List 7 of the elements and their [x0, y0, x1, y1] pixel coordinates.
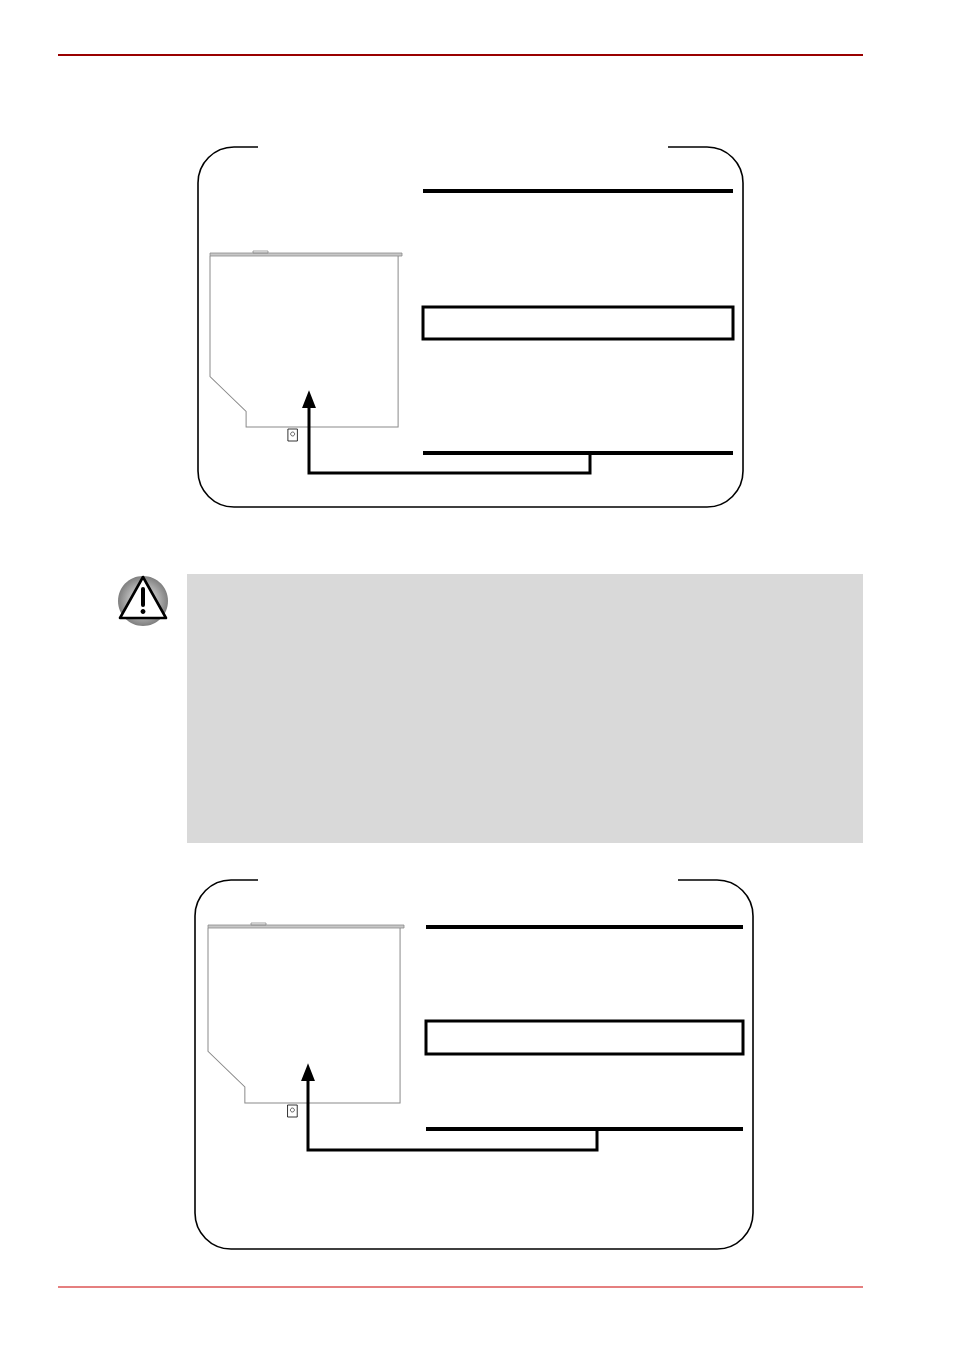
drive-drawing [207, 922, 405, 1118]
rounded-frame [194, 879, 754, 1250]
drive-drawing [209, 250, 403, 442]
field-box [424, 1019, 745, 1056]
field-box [421, 305, 735, 341]
shaded-panel [187, 574, 863, 843]
rounded-frame [197, 146, 744, 508]
